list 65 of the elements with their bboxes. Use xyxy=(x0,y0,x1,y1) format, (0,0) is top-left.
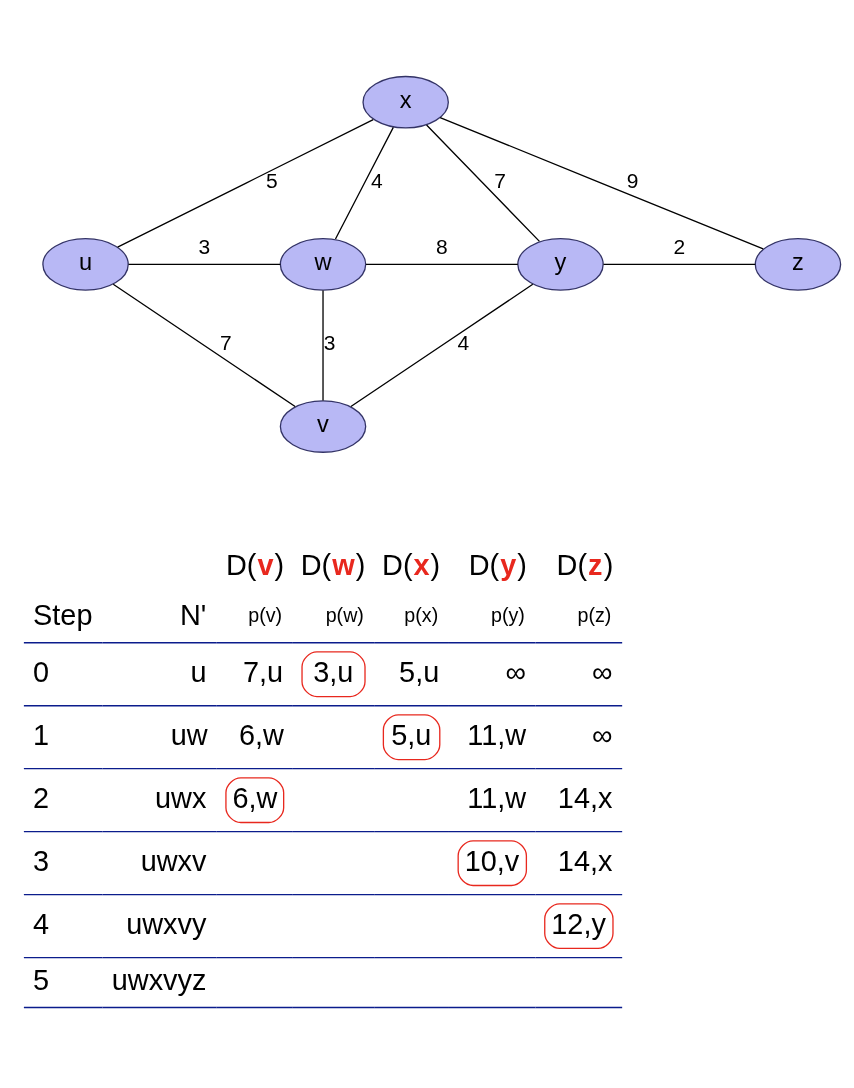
label: 1 xyxy=(33,718,50,751)
label: ∞ xyxy=(505,655,526,688)
label: Step xyxy=(33,598,93,631)
label: uwxvyz xyxy=(111,963,207,996)
label: 0 xyxy=(33,655,50,688)
label: uwx xyxy=(155,781,207,814)
label: N' xyxy=(180,598,207,631)
label: 3,u xyxy=(313,655,354,688)
connector xyxy=(322,289,324,401)
label: 11,w xyxy=(467,718,527,751)
connector xyxy=(365,263,519,265)
label: 6,w xyxy=(232,781,278,814)
label: D(v) xyxy=(225,548,285,581)
edge-label: 7 xyxy=(220,330,232,354)
connector xyxy=(127,263,281,265)
label: D(w) xyxy=(300,548,366,581)
label: 10,v xyxy=(464,844,520,877)
label: 5,u xyxy=(391,718,432,751)
connector xyxy=(439,116,764,250)
edge-label: 4 xyxy=(370,168,383,192)
label: uwxv xyxy=(140,844,207,877)
label: p(y) xyxy=(490,603,525,626)
label: 5 xyxy=(33,963,50,996)
edge-label: 4 xyxy=(457,330,470,354)
connector xyxy=(116,118,374,248)
label: 3 xyxy=(33,844,50,877)
label: ∞ xyxy=(591,655,613,688)
edge-label: 9 xyxy=(626,168,639,192)
edge-label: 3 xyxy=(198,234,211,258)
connector xyxy=(334,126,394,240)
label: uw xyxy=(170,718,208,751)
label: D(y) xyxy=(468,548,527,581)
label: p(x) xyxy=(404,603,439,626)
connector xyxy=(602,263,756,265)
label: 2 xyxy=(33,781,50,814)
connector xyxy=(112,283,296,407)
edge-label: 5 xyxy=(266,168,278,192)
label: 14,x xyxy=(557,781,613,814)
connector xyxy=(350,283,534,407)
label: 4 xyxy=(33,907,50,940)
node-ellipse: y xyxy=(517,237,604,291)
label: 14,x xyxy=(557,844,613,877)
label: 11,w xyxy=(467,781,527,814)
connector xyxy=(425,123,541,242)
edge-label: 2 xyxy=(673,234,686,258)
label: 6,w xyxy=(239,718,284,751)
label: u xyxy=(190,655,207,688)
label: p(z) xyxy=(577,603,612,626)
label: 7,u xyxy=(242,655,284,688)
node-ellipse: w xyxy=(279,237,367,291)
label: p(v) xyxy=(248,603,283,626)
edge-label: 7 xyxy=(494,168,506,192)
edge-label: 8 xyxy=(435,234,448,258)
node-ellipse: z xyxy=(754,237,842,291)
label: D(x) xyxy=(382,548,441,581)
label: uwxvy xyxy=(126,907,207,940)
label: 5,u xyxy=(399,655,440,688)
node-ellipse: v xyxy=(279,399,367,453)
label: 12,y xyxy=(551,907,606,940)
label: ∞ xyxy=(591,718,613,751)
node-ellipse: u xyxy=(42,237,129,291)
node-ellipse: x xyxy=(362,75,449,129)
label: p(w) xyxy=(325,603,364,626)
edge-label: 3 xyxy=(323,330,336,354)
label: D(z) xyxy=(556,548,614,581)
